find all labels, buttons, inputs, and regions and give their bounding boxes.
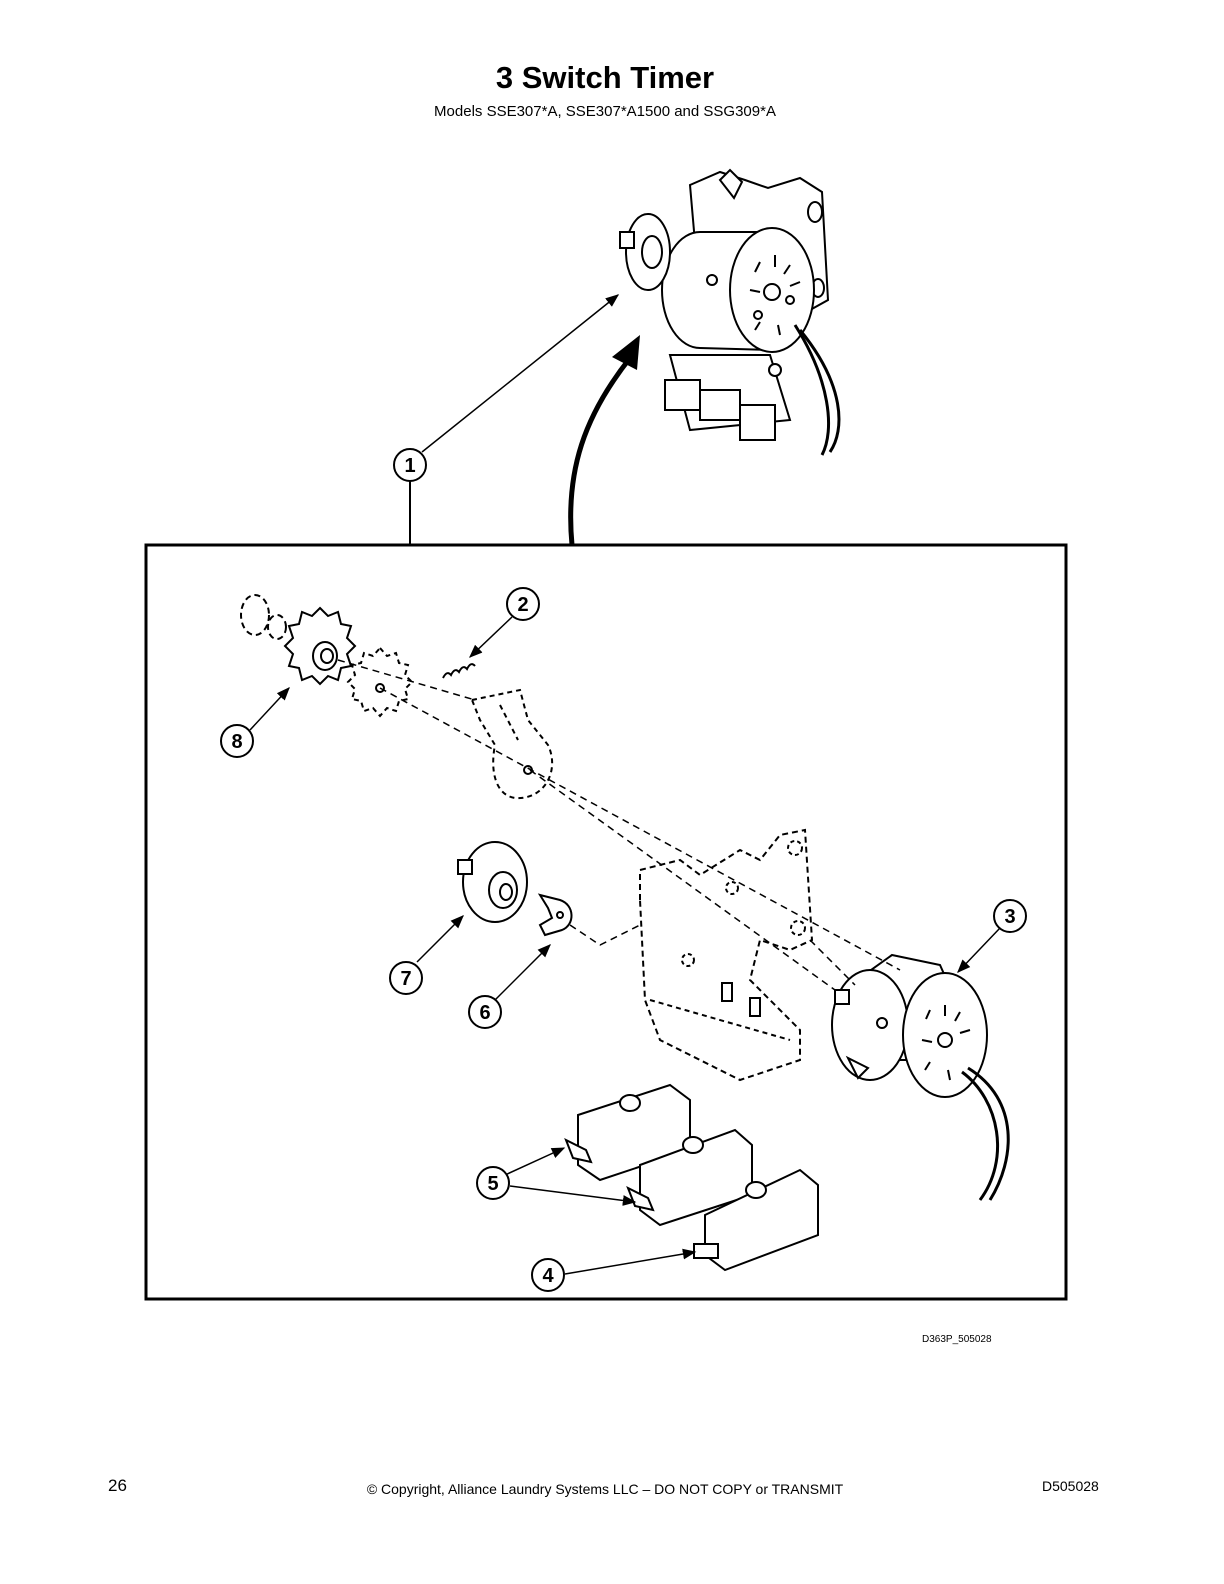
callout-8-label: 8 [231, 731, 242, 753]
assembled-timer-illustration [619, 168, 841, 456]
callout-2: 2 [506, 587, 540, 621]
callout-7-label: 7 [400, 968, 411, 990]
callout-4: 4 [531, 1258, 565, 1292]
spring-part [442, 663, 476, 679]
callout-8: 8 [220, 724, 254, 758]
exploded-view-frame [144, 543, 1068, 1301]
timer-motor-part [831, 953, 1010, 1201]
drawing-code: D363P_505028 [922, 1334, 992, 1345]
page-number: 26 [108, 1476, 127, 1495]
callout-7: 7 [389, 961, 423, 995]
callout-3: 3 [993, 899, 1027, 933]
callout-5-label: 5 [487, 1173, 498, 1195]
cam-hub-part [457, 841, 528, 923]
models-subtitle: Models SSE307*A, SSE307*A1500 and SSG309… [434, 103, 776, 120]
document-code: D505028 [1042, 1478, 1099, 1494]
callout-3-label: 3 [1004, 906, 1015, 928]
cam-gear-part [240, 594, 357, 686]
callout-5: 5 [476, 1166, 510, 1200]
page-title: 3 Switch Timer [495, 60, 715, 95]
switch-part-lower [693, 1168, 819, 1272]
callout-2-label: 2 [517, 594, 528, 616]
callout-1: 1 [393, 448, 427, 482]
callout-6: 6 [468, 995, 502, 1029]
callout-6-label: 6 [479, 1002, 490, 1024]
dashed-gear-part [346, 646, 414, 718]
clip-part [537, 893, 573, 937]
copyright-notice: © Copyright, Alliance Laundry Systems LL… [366, 1481, 844, 1497]
callout-4-label: 4 [542, 1265, 554, 1287]
callout-1-label: 1 [404, 455, 415, 477]
dashed-lever-part [470, 688, 554, 800]
